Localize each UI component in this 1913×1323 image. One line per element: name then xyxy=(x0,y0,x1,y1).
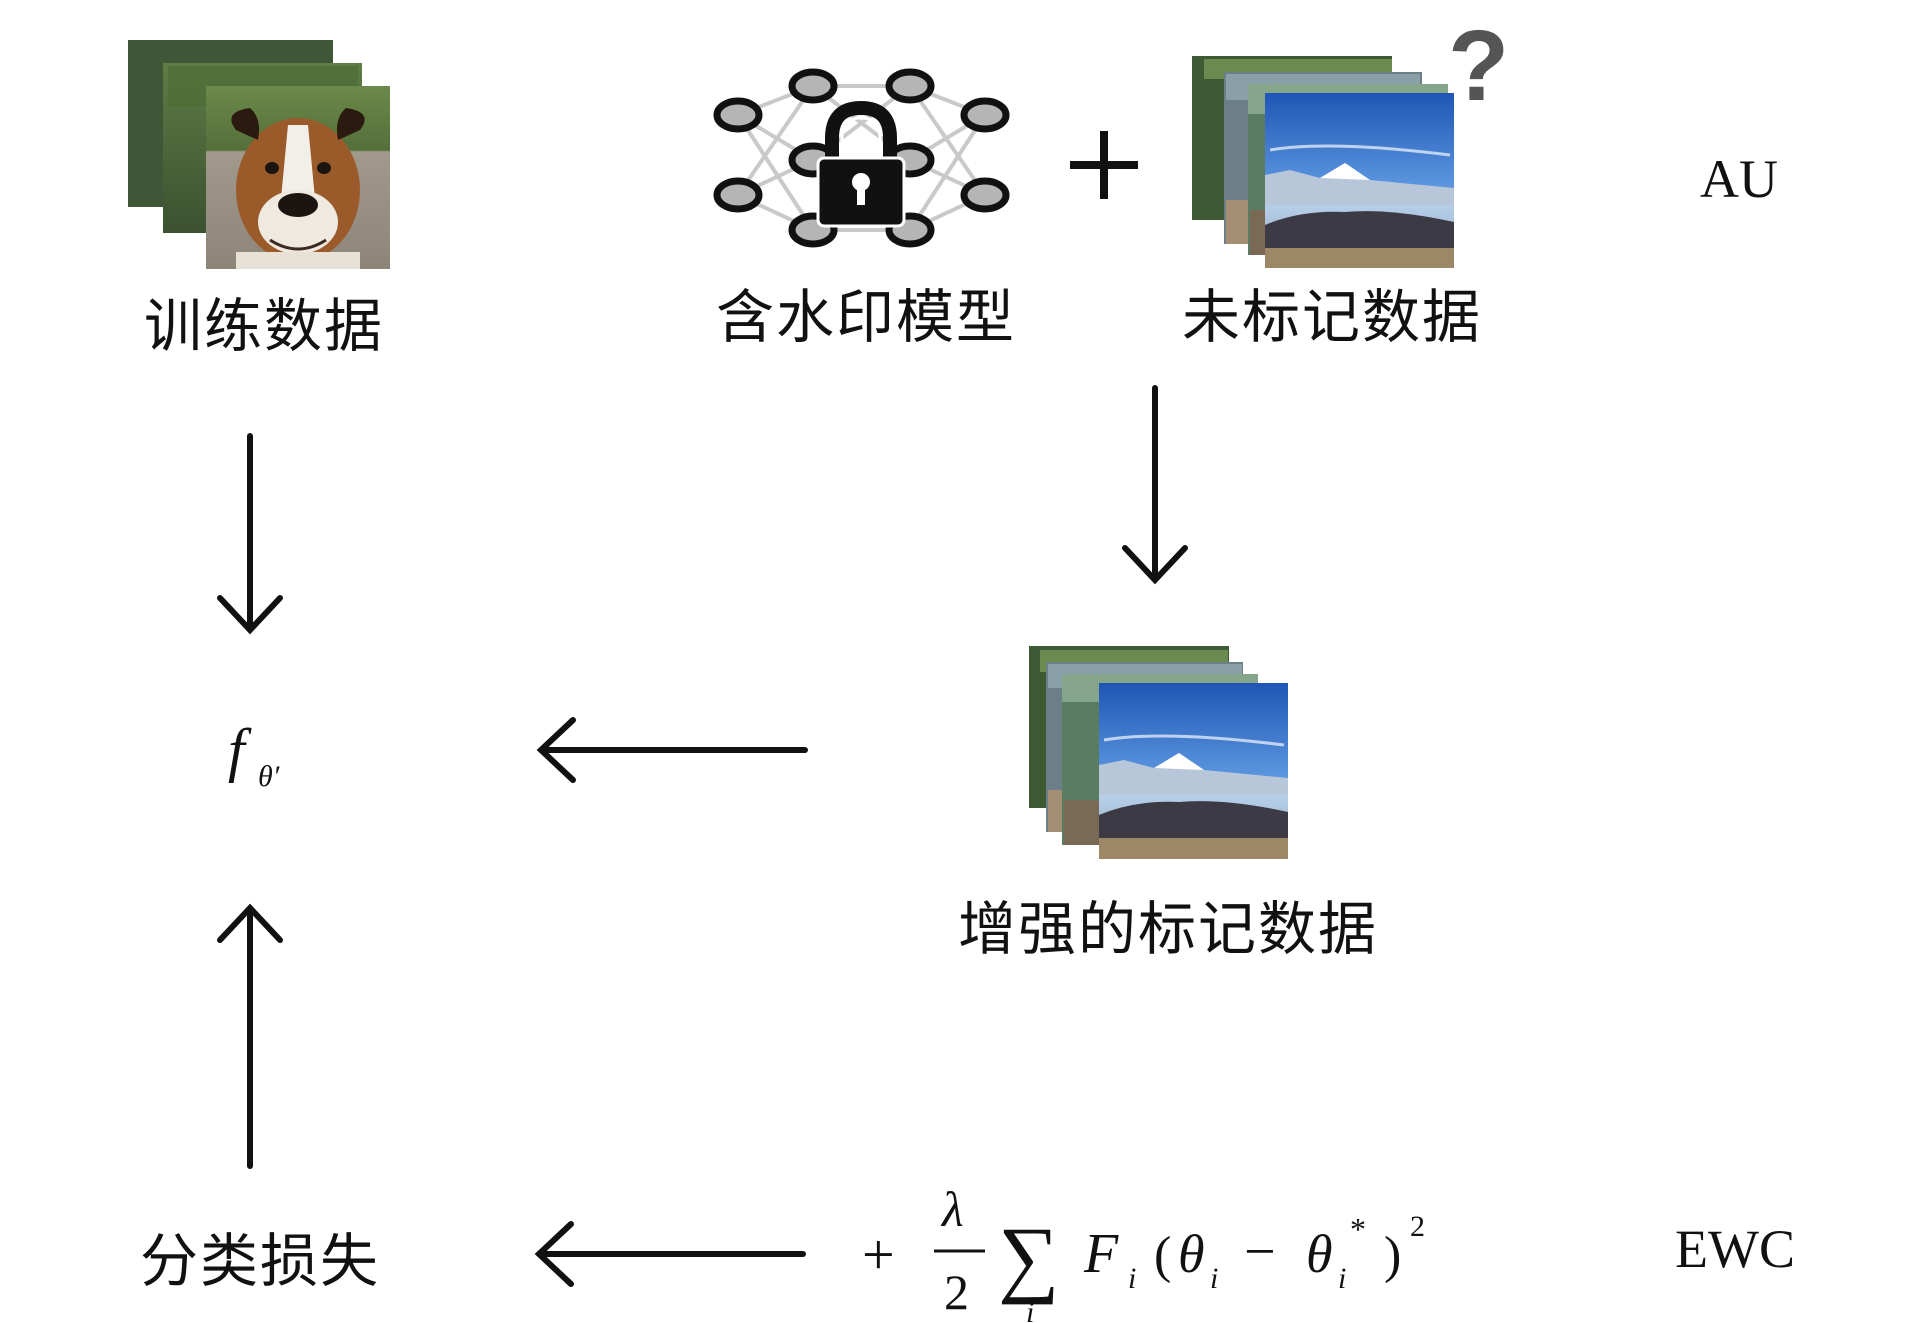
formula-open-paren: ( xyxy=(1154,1227,1171,1284)
formula-sum: ∑ xyxy=(998,1209,1059,1305)
arrow-down-left xyxy=(217,433,283,635)
model-function-subscript: θ′ xyxy=(258,760,280,793)
front-landscape-augmented xyxy=(1099,683,1288,859)
arrow-up-left xyxy=(217,903,283,1169)
formula-two: 2 xyxy=(944,1264,969,1320)
au-tag: AU xyxy=(1700,149,1778,209)
plus-icon xyxy=(1070,131,1138,199)
arrow-left-middle xyxy=(536,717,808,783)
formula-lambda: λ xyxy=(940,1181,964,1237)
model-function-f: f xyxy=(228,717,252,783)
lock-icon xyxy=(816,100,906,228)
formula-theta2-sup: * xyxy=(1350,1211,1366,1247)
ewc-formula: + λ 2 ∑ i F i ( θ i − θ i * ) 2 xyxy=(862,1181,1425,1323)
dog-photo-stack-icon xyxy=(128,40,390,269)
formula-plus: + xyxy=(862,1222,895,1287)
ewc-tag: EWC xyxy=(1675,1219,1795,1279)
augmented-labeled-data-label: 增强的标记数据 xyxy=(958,895,1379,963)
formula-minus: − xyxy=(1244,1221,1276,1283)
dog-face xyxy=(231,108,365,269)
augmented-photo-stack-icon xyxy=(1029,646,1288,859)
front-landscape xyxy=(1265,93,1454,268)
formula-theta1-sub: i xyxy=(1210,1262,1218,1295)
landscape-photo-stack-icon xyxy=(1192,56,1454,268)
question-mark-icon: ? xyxy=(1448,10,1509,122)
arrow-down-right xyxy=(1122,385,1188,585)
classification-loss-label: 分类损失 xyxy=(140,1227,381,1295)
formula-power: 2 xyxy=(1410,1210,1425,1243)
unlabeled-data-label: 未标记数据 xyxy=(1182,283,1483,351)
formula-F-sub: i xyxy=(1128,1262,1136,1295)
formula-theta2: θ xyxy=(1306,1224,1333,1284)
training-data-label: 训练数据 xyxy=(144,292,385,360)
formula-theta1: θ xyxy=(1178,1224,1205,1284)
network-nodes xyxy=(713,68,1010,248)
arrow-left-bottom xyxy=(534,1221,806,1287)
formula-F: F xyxy=(1083,1223,1119,1285)
formula-close-paren: ) xyxy=(1384,1227,1401,1284)
formula-theta2-sub: i xyxy=(1338,1262,1346,1295)
formula-sum-index: i xyxy=(1026,1296,1034,1323)
watermarked-model-label: 含水印模型 xyxy=(716,283,1017,351)
